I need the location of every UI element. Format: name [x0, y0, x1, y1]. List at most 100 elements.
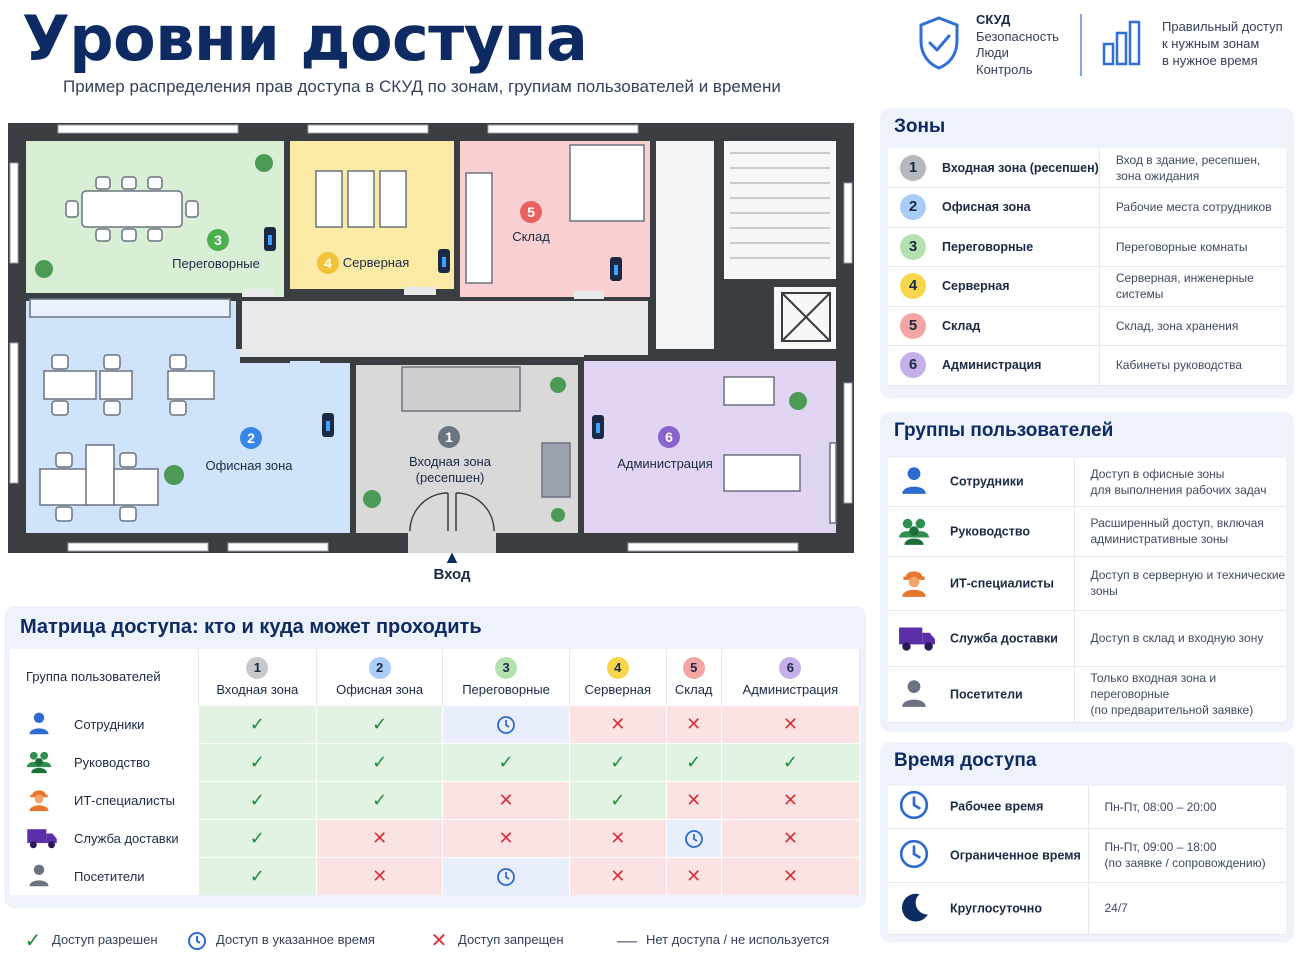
- legend-timed: Доступ в указанное время: [184, 926, 375, 954]
- zone-label-2: (ресепшен): [416, 470, 485, 485]
- zone-label: Входная зона: [409, 454, 492, 469]
- zone-label: Серверная: [343, 255, 410, 270]
- cross-icon: ✕: [498, 789, 514, 810]
- floor-plan: 3 Переговорные 4 Серверная 5 Склад 2 Офи…: [8, 123, 854, 553]
- group-icon: [26, 748, 58, 777]
- svg-text:5: 5: [527, 204, 535, 220]
- brand-line: СКУД: [976, 12, 1011, 27]
- cell-denied: ✕: [316, 818, 444, 857]
- corridor-small: [654, 141, 714, 349]
- check-icon: ✓: [249, 827, 265, 848]
- visitor-icon: [26, 862, 58, 891]
- check-icon: ✓: [610, 751, 626, 772]
- cell-allowed: ✓: [198, 818, 318, 857]
- time-desc-cell: 24/7: [1088, 882, 1286, 935]
- cell-denied: ✕: [442, 780, 570, 819]
- group-row: ИТ-специалисты Доступ в серверную и техн…: [888, 556, 1286, 611]
- clock-icon: [898, 789, 934, 824]
- brand-line: Безопасность: [976, 28, 1059, 44]
- person-icon: [898, 464, 934, 499]
- check-icon: ✓: [24, 929, 42, 952]
- groups-title: Группы пользователей: [894, 420, 1114, 441]
- matrix-row: Служба доставки✓✕✕✕✕: [10, 818, 861, 857]
- groups-panel: Группы пользователей Сотрудники Доступ в…: [880, 412, 1294, 732]
- legend-none: —Нет доступа / не используется: [614, 926, 829, 954]
- cross-icon: ✕: [610, 865, 626, 886]
- zone-desc-cell: Вход в здание, ресепшен,зона ожидания: [1099, 148, 1286, 188]
- check-icon: ✓: [372, 789, 388, 810]
- matrix-group-cell: ИТ-специалисты: [10, 780, 199, 819]
- cell-timed: [442, 704, 570, 743]
- time-name-cell: Рабочее время: [888, 786, 1089, 829]
- cell-denied: ✕: [569, 818, 667, 857]
- zone-number-badge: 5: [900, 312, 926, 339]
- worker-icon: [898, 566, 934, 601]
- time-row: Рабочее время Пн-Пт, 08:00 – 20:00: [888, 786, 1286, 829]
- clock-icon: [184, 927, 210, 955]
- brand-slogan: Правильный доступ к нужным зонам в нужно…: [1162, 18, 1283, 69]
- entrance-label: Вход: [433, 566, 471, 583]
- cell-allowed: ✓: [721, 742, 861, 781]
- matrix-group-cell: Служба доставки: [10, 818, 199, 857]
- brand-line: Люди: [976, 45, 1009, 60]
- cell-denied: ✕: [721, 856, 861, 895]
- check-icon: ✓: [372, 751, 388, 772]
- page-subtitle: Пример распределения прав доступа в СКУД…: [63, 77, 781, 96]
- zone-label: Офисная зона: [205, 458, 293, 473]
- group-row: Служба доставки Доступ в склад и входную…: [888, 610, 1286, 667]
- cross-icon: ✕: [782, 827, 798, 848]
- time-panel: Время доступа Рабочее время Пн-Пт, 08:00…: [880, 742, 1294, 942]
- zone-marker-6: 6 Администрация: [617, 426, 713, 471]
- cell-allowed: ✓: [316, 704, 444, 743]
- zone-number-badge: 2: [900, 194, 926, 221]
- floor-plan-svg: 3 Переговорные 4 Серверная 5 Склад 2 Офи…: [8, 123, 854, 553]
- truck-icon: [898, 621, 935, 656]
- cell-timed: [442, 856, 570, 895]
- check-icon: ✓: [610, 789, 626, 810]
- clock-icon: [496, 866, 516, 886]
- svg-text:1: 1: [445, 429, 453, 445]
- zone-label: Переговорные: [172, 256, 260, 271]
- slogan-line: Правильный доступ: [1162, 19, 1283, 34]
- cross-icon: ✕: [610, 713, 626, 734]
- cell-allowed: ✓: [569, 742, 667, 781]
- zone-6-area: [584, 361, 836, 533]
- truck-icon: [26, 824, 58, 853]
- zone-marker-1: 1 Входная зона (ресепшен): [409, 426, 492, 485]
- person-icon: [26, 710, 58, 739]
- cell-denied: ✕: [666, 856, 722, 895]
- cell-allowed: ✓: [198, 742, 318, 781]
- cross-icon: ✕: [610, 827, 626, 848]
- cell-denied: ✕: [666, 704, 722, 743]
- slogan-line: в нужное время: [1162, 53, 1258, 68]
- group-name-cell: Руководство: [888, 506, 1075, 557]
- time-name-cell: Круглосуточно: [888, 882, 1089, 935]
- clock-icon: [898, 838, 934, 873]
- time-desc-cell: Пн-Пт, 08:00 – 20:00: [1088, 786, 1286, 829]
- zone-desc-cell: Серверная, инженерные системы: [1099, 266, 1286, 307]
- brand-divider: [1080, 14, 1082, 76]
- cell-denied: ✕: [569, 704, 667, 743]
- clock-icon: [684, 827, 704, 848]
- zones-title: Зоны: [894, 116, 946, 137]
- legend-denied: ✕Доступ запрещен: [426, 926, 564, 954]
- cross-icon: ✕: [782, 789, 798, 810]
- zone-desc-cell: Склад, зона хранения: [1099, 306, 1286, 346]
- brand-text: СКУД Безопасность Люди Контроль: [976, 12, 1059, 78]
- zone-marker-5: 5 Склад: [512, 201, 550, 244]
- cell-allowed: ✓: [198, 780, 318, 819]
- cell-denied: ✕: [442, 818, 570, 857]
- entrance-marker: ▲ Вход: [432, 548, 472, 583]
